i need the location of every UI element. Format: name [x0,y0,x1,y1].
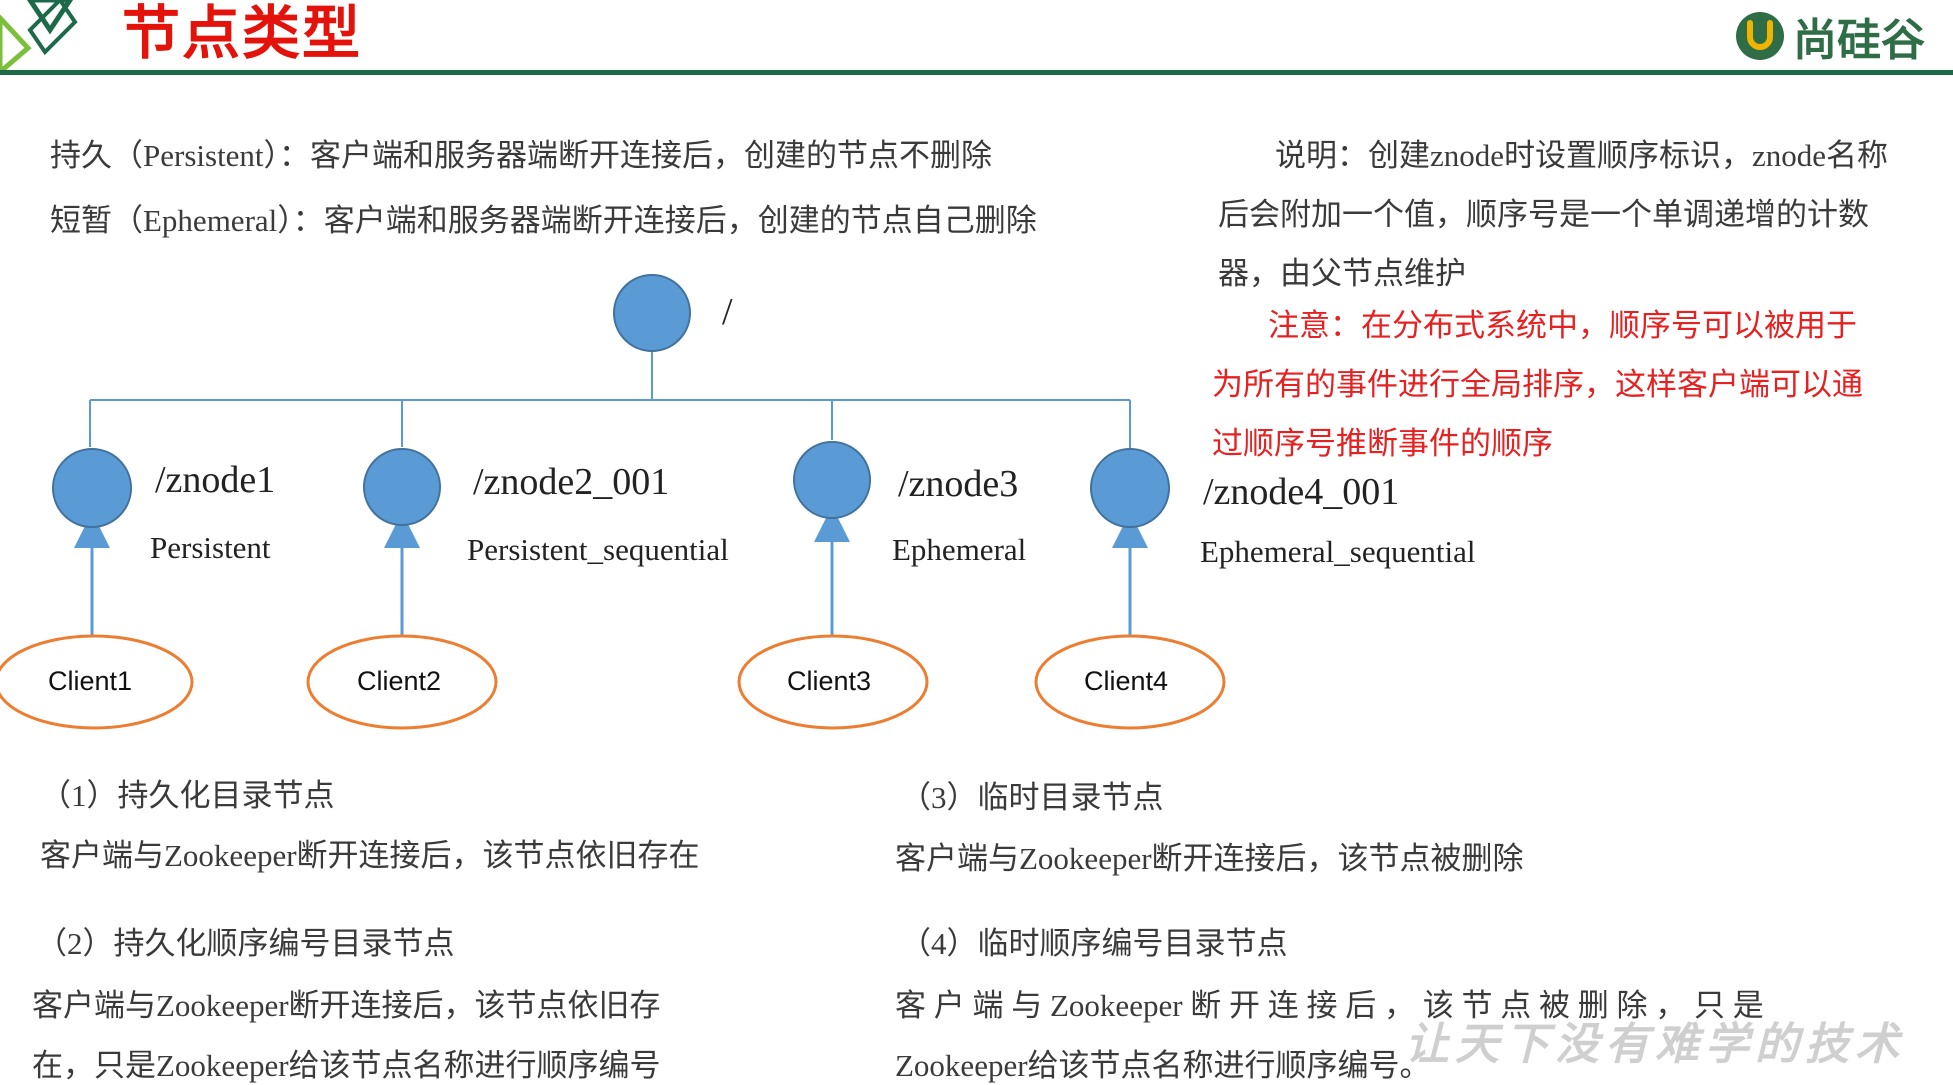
client1-label: Client1 [48,666,133,696]
explanation-3-line-1: 客户端与Zookeeper断开连接后，该节点被删除 [895,841,1524,876]
znode1-node [52,448,132,528]
znode3-node [793,441,871,519]
root-node [613,274,691,352]
watermark-slogan: 让天下没有难学的技术 [1405,1019,1905,1070]
page-title: 节点类型 [122,0,363,67]
znode1-path: /znode1 [155,459,276,501]
brand-logo: 尚硅谷 [1733,4,1925,68]
explanation-4-line-2: Zookeeper给该节点名称进行顺序编号。 [895,1048,1431,1083]
note-line-2: 后会附加一个值，顺序号是一个单调递增的计数 [1218,197,1869,232]
znode3-type: Ephemeral [892,532,1027,567]
root-label: / [722,291,733,333]
client4-label: Client4 [1084,666,1169,696]
header-logo-diamond-icon [0,0,78,72]
warning-line-1: 注意：在分布式系统中，顺序号可以被用于 [1268,308,1857,343]
client1-ellipse [0,634,194,730]
explanation-4-line-1: 客 户 端 与 Zookeeper 断 开 连 接 后 ， 该 节 点 被 删 … [895,988,1764,1023]
client3-ellipse [737,634,929,730]
explanation-2-line-1: 客户端与Zookeeper断开连接后，该节点依旧存 [32,988,661,1023]
warning-line-3: 过顺序号推断事件的顺序 [1212,426,1553,461]
client3-label: Client3 [787,666,872,696]
header-divider [0,70,1953,75]
explanation-1-heading: （1）持久化目录节点 [40,778,335,813]
znode2-path: /znode2_001 [473,461,670,503]
brand-u-icon [1736,12,1784,60]
note-line-3: 器，由父节点维护 [1218,256,1466,291]
definition-persistent: 持久（Persistent）：客户端和服务器端断开连接后，创建的节点不删除 [50,138,993,173]
brand-name: 尚硅谷 [1793,15,1925,66]
znode2-type: Persistent_sequential [467,532,729,567]
znode4-type: Ephemeral_sequential [1200,534,1476,569]
explanation-4-heading: （4）临时顺序编号目录节点 [900,926,1288,961]
znode3-path: /znode3 [898,463,1019,505]
znode4-path: /znode4_001 [1203,471,1400,513]
explanation-3-heading: （3）临时目录节点 [900,780,1164,815]
client2-ellipse [306,634,498,730]
explanation-2-line-2: 在，只是Zookeeper给该节点名称进行顺序编号 [32,1048,661,1083]
znode4-node [1090,448,1170,528]
client2-label: Client2 [357,666,442,696]
definition-ephemeral: 短暂（Ephemeral）：客户端和服务器端断开连接后，创建的节点自己删除 [50,203,1037,238]
note-line-1: 说明：创建znode时设置顺序标识，znode名称 [1275,138,1889,173]
explanation-2-heading: （2）持久化顺序编号目录节点 [36,926,455,961]
warning-line-2: 为所有的事件进行全局排序，这样客户端可以通 [1212,367,1863,402]
znode1-type: Persistent [150,530,271,565]
znode2-node [363,448,441,526]
explanation-1-line-1: 客户端与Zookeeper断开连接后，该节点依旧存在 [40,838,700,873]
client4-ellipse [1034,634,1226,730]
